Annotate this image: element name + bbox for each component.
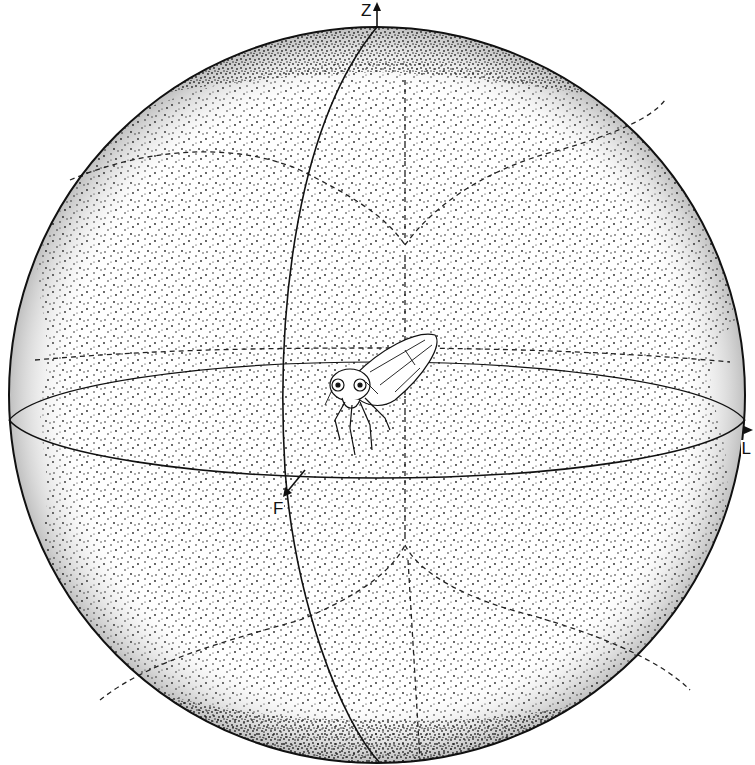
axis-label: Z — [360, 2, 372, 19]
equator — [9, 420, 745, 478]
axis-label: L — [741, 440, 752, 457]
axes — [283, 2, 753, 497]
meridian — [283, 27, 380, 763]
leafhopper — [325, 334, 437, 455]
region-boundary — [35, 80, 730, 760]
sphere-outline — [9, 27, 745, 763]
axis-label: F — [272, 500, 284, 517]
